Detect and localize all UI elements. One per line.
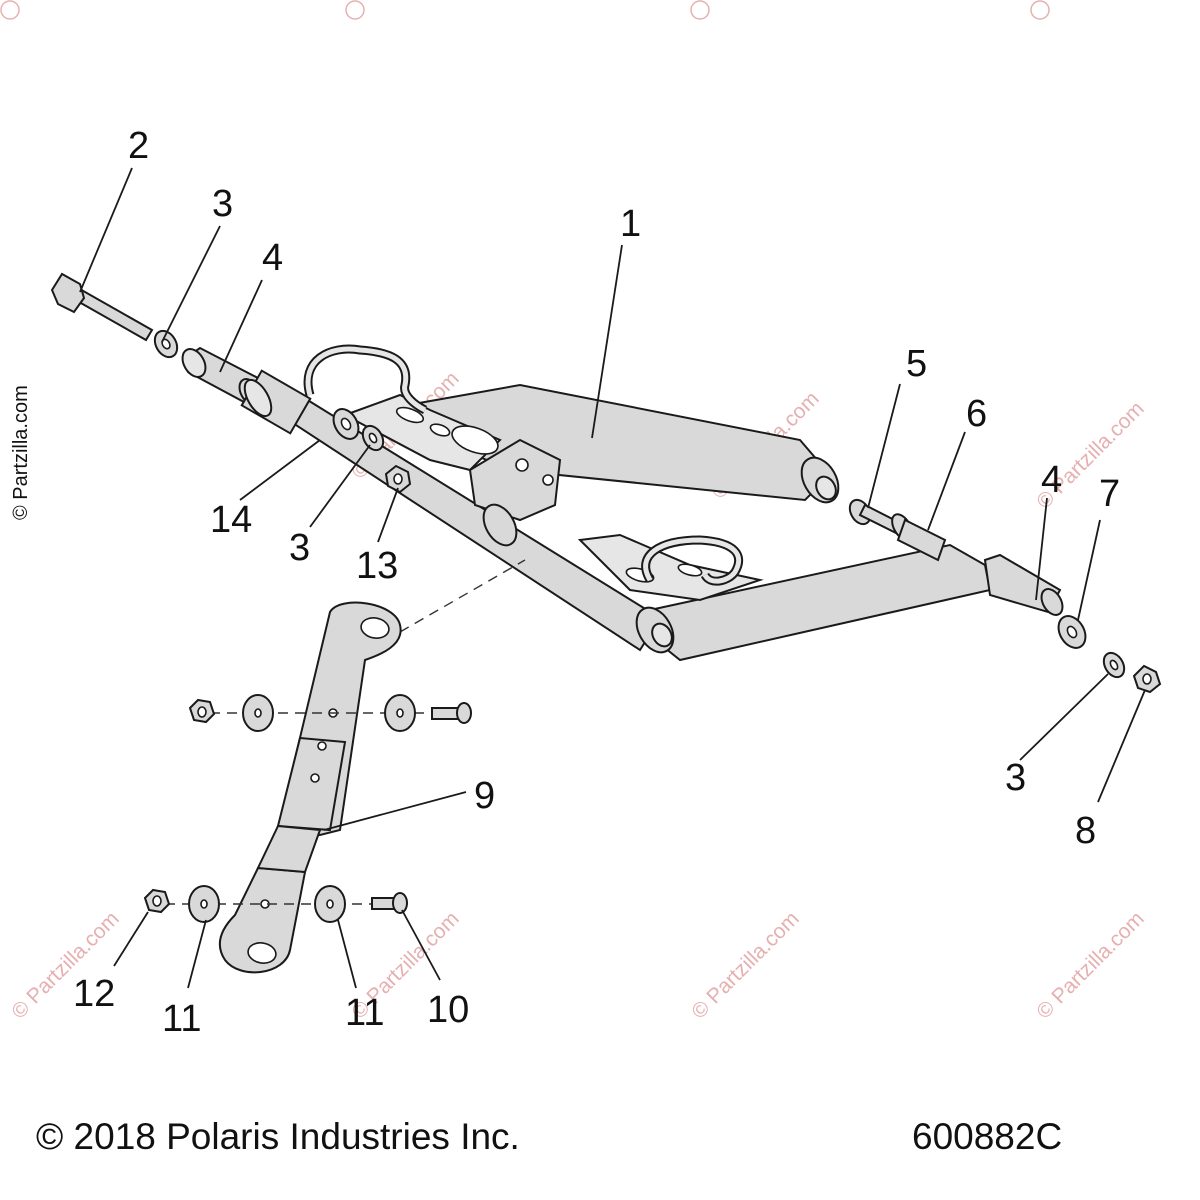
callout-4: 4 <box>262 237 283 279</box>
part-bolt-short <box>431 702 472 724</box>
callout-11: 11 <box>345 992 384 1034</box>
callout-11: 11 <box>162 998 201 1040</box>
callout-12: 12 <box>73 973 115 1015</box>
callout-3: 3 <box>1005 757 1026 799</box>
callout-1: 1 <box>620 203 641 245</box>
callout-2: 2 <box>128 125 149 167</box>
callout-8: 8 <box>1075 810 1096 852</box>
drawing-number: 600882C <box>912 1116 1063 1157</box>
callout-7: 7 <box>1099 473 1120 515</box>
copyright-notice: © 2018 Polaris Industries Inc. <box>36 1116 520 1157</box>
assembly-line <box>399 559 526 633</box>
callout-labels: 1 2 3 4 14 3 13 5 6 4 7 3 8 9 10 11 11 1… <box>73 125 1120 1040</box>
watermark: © Partzilla.com <box>1032 907 1148 1023</box>
part-nut <box>143 888 171 914</box>
leader-lines <box>79 167 1146 989</box>
callout-10: 10 <box>427 989 469 1031</box>
callout-3: 3 <box>289 527 310 569</box>
side-credit: © Partzilla.com <box>10 385 32 520</box>
callout-3: 3 <box>212 183 233 225</box>
callout-4: 4 <box>1041 459 1062 501</box>
callout-6: 6 <box>966 393 987 435</box>
part-link-strap <box>218 601 402 974</box>
part-a-arm <box>240 344 1064 662</box>
part-nut <box>384 464 412 494</box>
callout-9: 9 <box>474 775 495 817</box>
part-nut <box>1132 664 1162 694</box>
part-nut <box>188 698 216 724</box>
watermark-layer: © Partzilla.com © Partzilla.com © Partzi… <box>0 0 1149 1024</box>
part-pivot-shaft <box>858 503 947 562</box>
part-bolt-long <box>50 272 154 342</box>
callout-14: 14 <box>210 499 252 541</box>
watermark: © Partzilla.com <box>687 907 803 1023</box>
callout-5: 5 <box>906 343 927 385</box>
callout-13: 13 <box>356 545 398 587</box>
part-bolt-short <box>371 892 408 914</box>
